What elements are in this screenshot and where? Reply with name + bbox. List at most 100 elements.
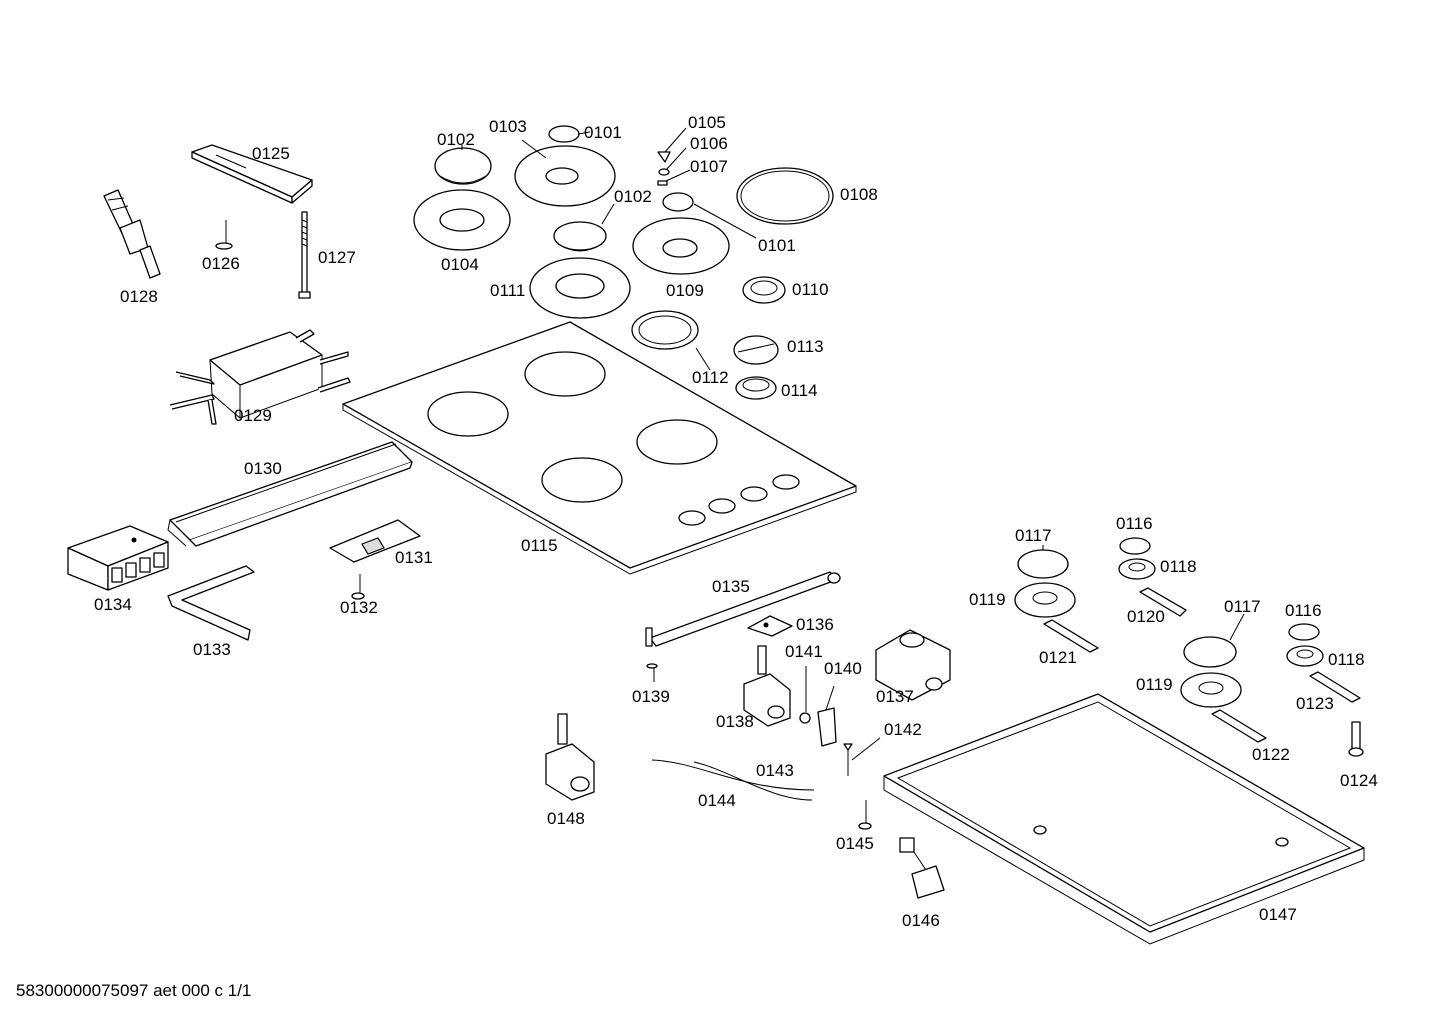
label-0141: 0141 <box>785 642 823 661</box>
label-0136: 0136 <box>796 615 834 634</box>
part-0128-connector <box>103 189 161 279</box>
part-0148-valve <box>545 713 595 801</box>
label-0144: 0144 <box>698 791 736 810</box>
part-0102-cap-a <box>434 147 492 185</box>
part-0129-grate <box>169 329 351 425</box>
part-0121-electrode <box>1043 619 1099 653</box>
label-0124: 0124 <box>1340 771 1378 790</box>
label-0127: 0127 <box>318 248 356 267</box>
part-0101-cap-a <box>548 125 580 143</box>
label-0126: 0126 <box>202 254 240 273</box>
part-0143-wire <box>651 759 815 791</box>
part-0115-cooktop <box>342 321 857 575</box>
label-0139: 0139 <box>632 687 670 706</box>
label-0147: 0147 <box>1259 905 1297 924</box>
label-0101-a: 0101 <box>584 123 622 142</box>
part-0142-pin <box>843 743 853 776</box>
label-0107: 0107 <box>690 157 728 176</box>
part-0112-burner-ring <box>631 310 699 350</box>
part-0125-bracket <box>191 144 313 204</box>
part-0127-bolt <box>298 211 311 299</box>
part-0110-burner-ring <box>742 276 786 304</box>
leader-lines <box>461 127 1245 871</box>
label-0142: 0142 <box>884 720 922 739</box>
label-0110: 0110 <box>792 280 829 299</box>
label-0116-a: 0116 <box>1116 514 1153 533</box>
part-0117-ring-a <box>1017 549 1069 579</box>
part-0102-cap-b <box>553 221 607 252</box>
part-0118-burner-a <box>1118 558 1156 580</box>
label-0117-b: 0117 <box>1224 597 1261 616</box>
part-0123-electrode <box>1309 671 1361 703</box>
label-0109: 0109 <box>666 281 704 300</box>
part-0101-cap-b <box>662 192 694 212</box>
part-0134-terminal-box <box>67 525 169 591</box>
label-0119-b: 0119 <box>1136 675 1173 694</box>
label-0128: 0128 <box>120 287 158 306</box>
part-0132-screw <box>351 574 365 600</box>
part-0140-clamp <box>817 707 837 747</box>
label-0118-b: 0118 <box>1328 650 1365 669</box>
part-0139-screw <box>646 663 658 682</box>
label-0123: 0123 <box>1296 694 1334 713</box>
part-0108-seal-ring <box>736 167 834 225</box>
part-0144-wire <box>693 761 813 801</box>
part-0146-clip <box>899 837 945 899</box>
part-0141-nut <box>799 712 811 724</box>
part-0116-cap-a <box>1119 537 1151 555</box>
part-0107-spacer <box>657 180 668 186</box>
part-0135-gas-pipe <box>645 571 841 647</box>
label-0122: 0122 <box>1252 745 1290 764</box>
part-labels: 0101 0102 0103 0104 0105 0106 0107 0108 … <box>94 113 1378 930</box>
label-0113: 0113 <box>787 337 824 356</box>
label-0131: 0131 <box>395 548 433 567</box>
label-0104: 0104 <box>441 255 479 274</box>
label-0102-a: 0102 <box>437 130 475 149</box>
label-0148: 0148 <box>547 809 585 828</box>
label-0112: 0112 <box>692 368 729 387</box>
part-0106-washer <box>658 168 670 176</box>
label-0135: 0135 <box>712 577 750 596</box>
part-0114-burner-base <box>735 376 777 400</box>
label-0134: 0134 <box>94 595 132 614</box>
label-0114: 0114 <box>781 381 818 400</box>
label-0116-b: 0116 <box>1285 601 1322 620</box>
label-0146: 0146 <box>902 911 940 930</box>
label-0108: 0108 <box>840 185 878 204</box>
label-0130: 0130 <box>244 459 282 478</box>
label-0115: 0115 <box>521 536 558 555</box>
part-0126-screw <box>215 220 233 250</box>
part-0136-bracket <box>747 615 793 637</box>
part-0119-base-a <box>1014 582 1076 618</box>
label-0111: 0111 <box>490 281 525 300</box>
document-id-footer: 58300000075097 aet 000 c 1/1 <box>16 981 252 1000</box>
label-0106: 0106 <box>690 134 728 153</box>
label-0105: 0105 <box>688 113 726 132</box>
part-0104-ring <box>413 189 511 251</box>
label-0137: 0137 <box>876 687 914 706</box>
part-0147-housing-tray <box>883 693 1365 945</box>
part-0113-knob <box>733 335 779 365</box>
part-0117-ring-b <box>1183 636 1237 668</box>
part-0116-cap-b <box>1288 623 1320 641</box>
label-0145: 0145 <box>836 834 874 853</box>
part-0118-burner-b <box>1286 645 1324 667</box>
label-0117-a: 0117 <box>1015 526 1052 545</box>
part-0130-channel <box>167 441 413 547</box>
part-0131-clip <box>329 519 421 563</box>
part-0145-screw <box>858 800 872 830</box>
label-0140: 0140 <box>824 659 862 678</box>
part-0119-base-b <box>1180 672 1242 708</box>
part-0105-knob-pin <box>657 151 671 163</box>
label-0138: 0138 <box>716 712 754 731</box>
part-0111-ring <box>529 257 631 319</box>
label-0101-b: 0101 <box>758 236 796 255</box>
label-0143: 0143 <box>756 761 794 780</box>
part-0120-electrode <box>1139 587 1187 617</box>
part-0122-electrode <box>1211 709 1267 743</box>
label-0102-b: 0102 <box>614 187 652 206</box>
label-0103: 0103 <box>489 117 527 136</box>
label-0120: 0120 <box>1127 607 1165 626</box>
label-0119-a: 0119 <box>969 590 1006 609</box>
